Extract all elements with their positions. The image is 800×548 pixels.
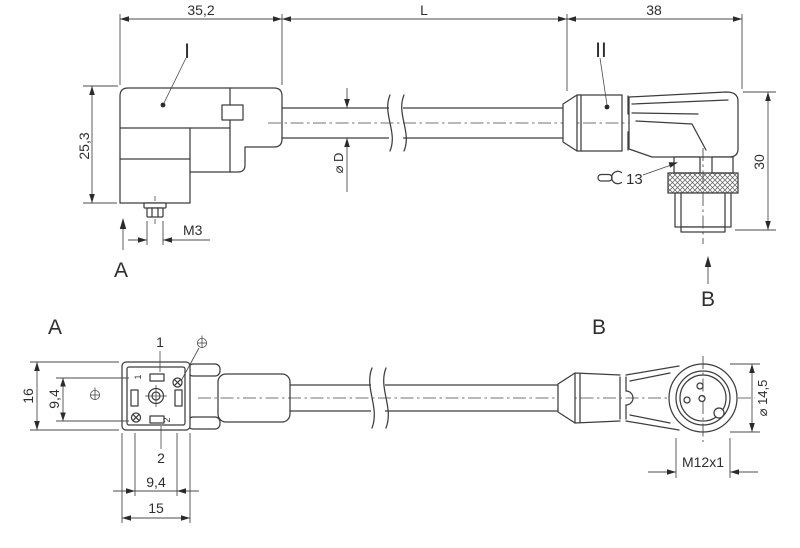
dim-30: 30 bbox=[735, 91, 776, 231]
dim-9-4-vertical: 9,4 bbox=[46, 377, 129, 422]
section-label-I-text: I bbox=[184, 40, 190, 63]
strain-relief bbox=[562, 94, 578, 152]
m3-screw bbox=[143, 196, 167, 224]
dim-25-3: 25,3 bbox=[76, 85, 118, 204]
dim-35-2-label: 35,2 bbox=[187, 2, 214, 18]
contact-slot-earth bbox=[174, 389, 183, 407]
view-a: A bbox=[20, 316, 755, 523]
dim-38-label: 38 bbox=[646, 2, 662, 18]
cable bbox=[268, 94, 680, 152]
view-b-title: B bbox=[592, 316, 606, 339]
section-label-I: I bbox=[160, 40, 190, 108]
view-b-arrow-label: B bbox=[701, 288, 715, 311]
dim-16-label: 16 bbox=[20, 388, 36, 404]
pin bbox=[683, 396, 691, 404]
wrench-callout: 13 bbox=[597, 162, 678, 188]
dim-L-label: L bbox=[420, 2, 428, 18]
housing-tab-top bbox=[187, 363, 221, 377]
section-label-II: II bbox=[595, 39, 610, 110]
dim-cable-diameter-label: ⌀ D bbox=[331, 153, 346, 174]
contact-slot-1 bbox=[149, 373, 165, 382]
m12-face bbox=[668, 356, 738, 442]
housing-tab-bottom bbox=[187, 416, 221, 430]
earth-icon bbox=[90, 387, 101, 400]
dim-14-5-label: ⌀ 14,5 bbox=[755, 380, 770, 417]
contact-slot-2 bbox=[149, 415, 165, 424]
pin-2-callout: 2 bbox=[157, 426, 165, 466]
dim-15: 15 bbox=[121, 433, 191, 523]
din-face: 1 2 bbox=[121, 361, 191, 431]
cable-clamp-notch bbox=[221, 104, 244, 121]
view-a-title: A bbox=[48, 316, 62, 339]
dim-15-label: 15 bbox=[148, 500, 164, 516]
contact-slot-left bbox=[130, 389, 139, 407]
section-label-II-text: II bbox=[595, 39, 607, 62]
pin-1-molded: 1 bbox=[133, 374, 143, 379]
view-direction-b: B bbox=[701, 256, 715, 311]
wrench-icon bbox=[597, 170, 623, 185]
top-view: 35,2 L 38 25,3 bbox=[76, 2, 776, 311]
dim-9-4-horizontal: 9,4 bbox=[113, 433, 199, 496]
dim-m3-label: M3 bbox=[183, 222, 203, 238]
earth-icon-callout bbox=[180, 335, 207, 382]
screw-icon bbox=[172, 377, 183, 388]
dim-m12x1-label: M12x1 bbox=[682, 454, 724, 470]
dim-30-label: 30 bbox=[751, 154, 767, 170]
wrench-size-label: 13 bbox=[626, 171, 643, 188]
pin-2-label: 2 bbox=[157, 450, 165, 466]
dim-25-3-label: 25,3 bbox=[76, 132, 92, 159]
keyway-notch bbox=[713, 407, 725, 419]
pin bbox=[698, 394, 706, 403]
din-connector-side bbox=[119, 87, 283, 224]
dim-9-4-v-label: 9,4 bbox=[46, 389, 62, 409]
pin-1-label: 1 bbox=[156, 334, 164, 350]
view-a-arrow-label: A bbox=[114, 259, 128, 282]
dim-chain-top: 35,2 L 38 bbox=[119, 2, 743, 91]
dim-9-4-h-label: 9,4 bbox=[146, 474, 166, 490]
view-direction-a: A bbox=[114, 218, 128, 282]
dim-14-5: ⌀ 14,5 bbox=[730, 363, 770, 433]
dim-16: 16 bbox=[20, 361, 119, 431]
view-b: B ⌀ 1 bbox=[557, 316, 770, 478]
screw-icon bbox=[130, 412, 142, 423]
dim-m12x1: M12x1 bbox=[648, 438, 758, 478]
dim-cable-diameter: ⌀ D bbox=[331, 88, 350, 192]
pin-1-callout: 1 bbox=[156, 334, 164, 372]
m12-connector-side bbox=[562, 91, 739, 244]
dim-m3: M3 bbox=[128, 221, 210, 245]
pin-2-molded: 2 bbox=[162, 417, 172, 422]
strain-relief-bottom bbox=[557, 372, 576, 424]
